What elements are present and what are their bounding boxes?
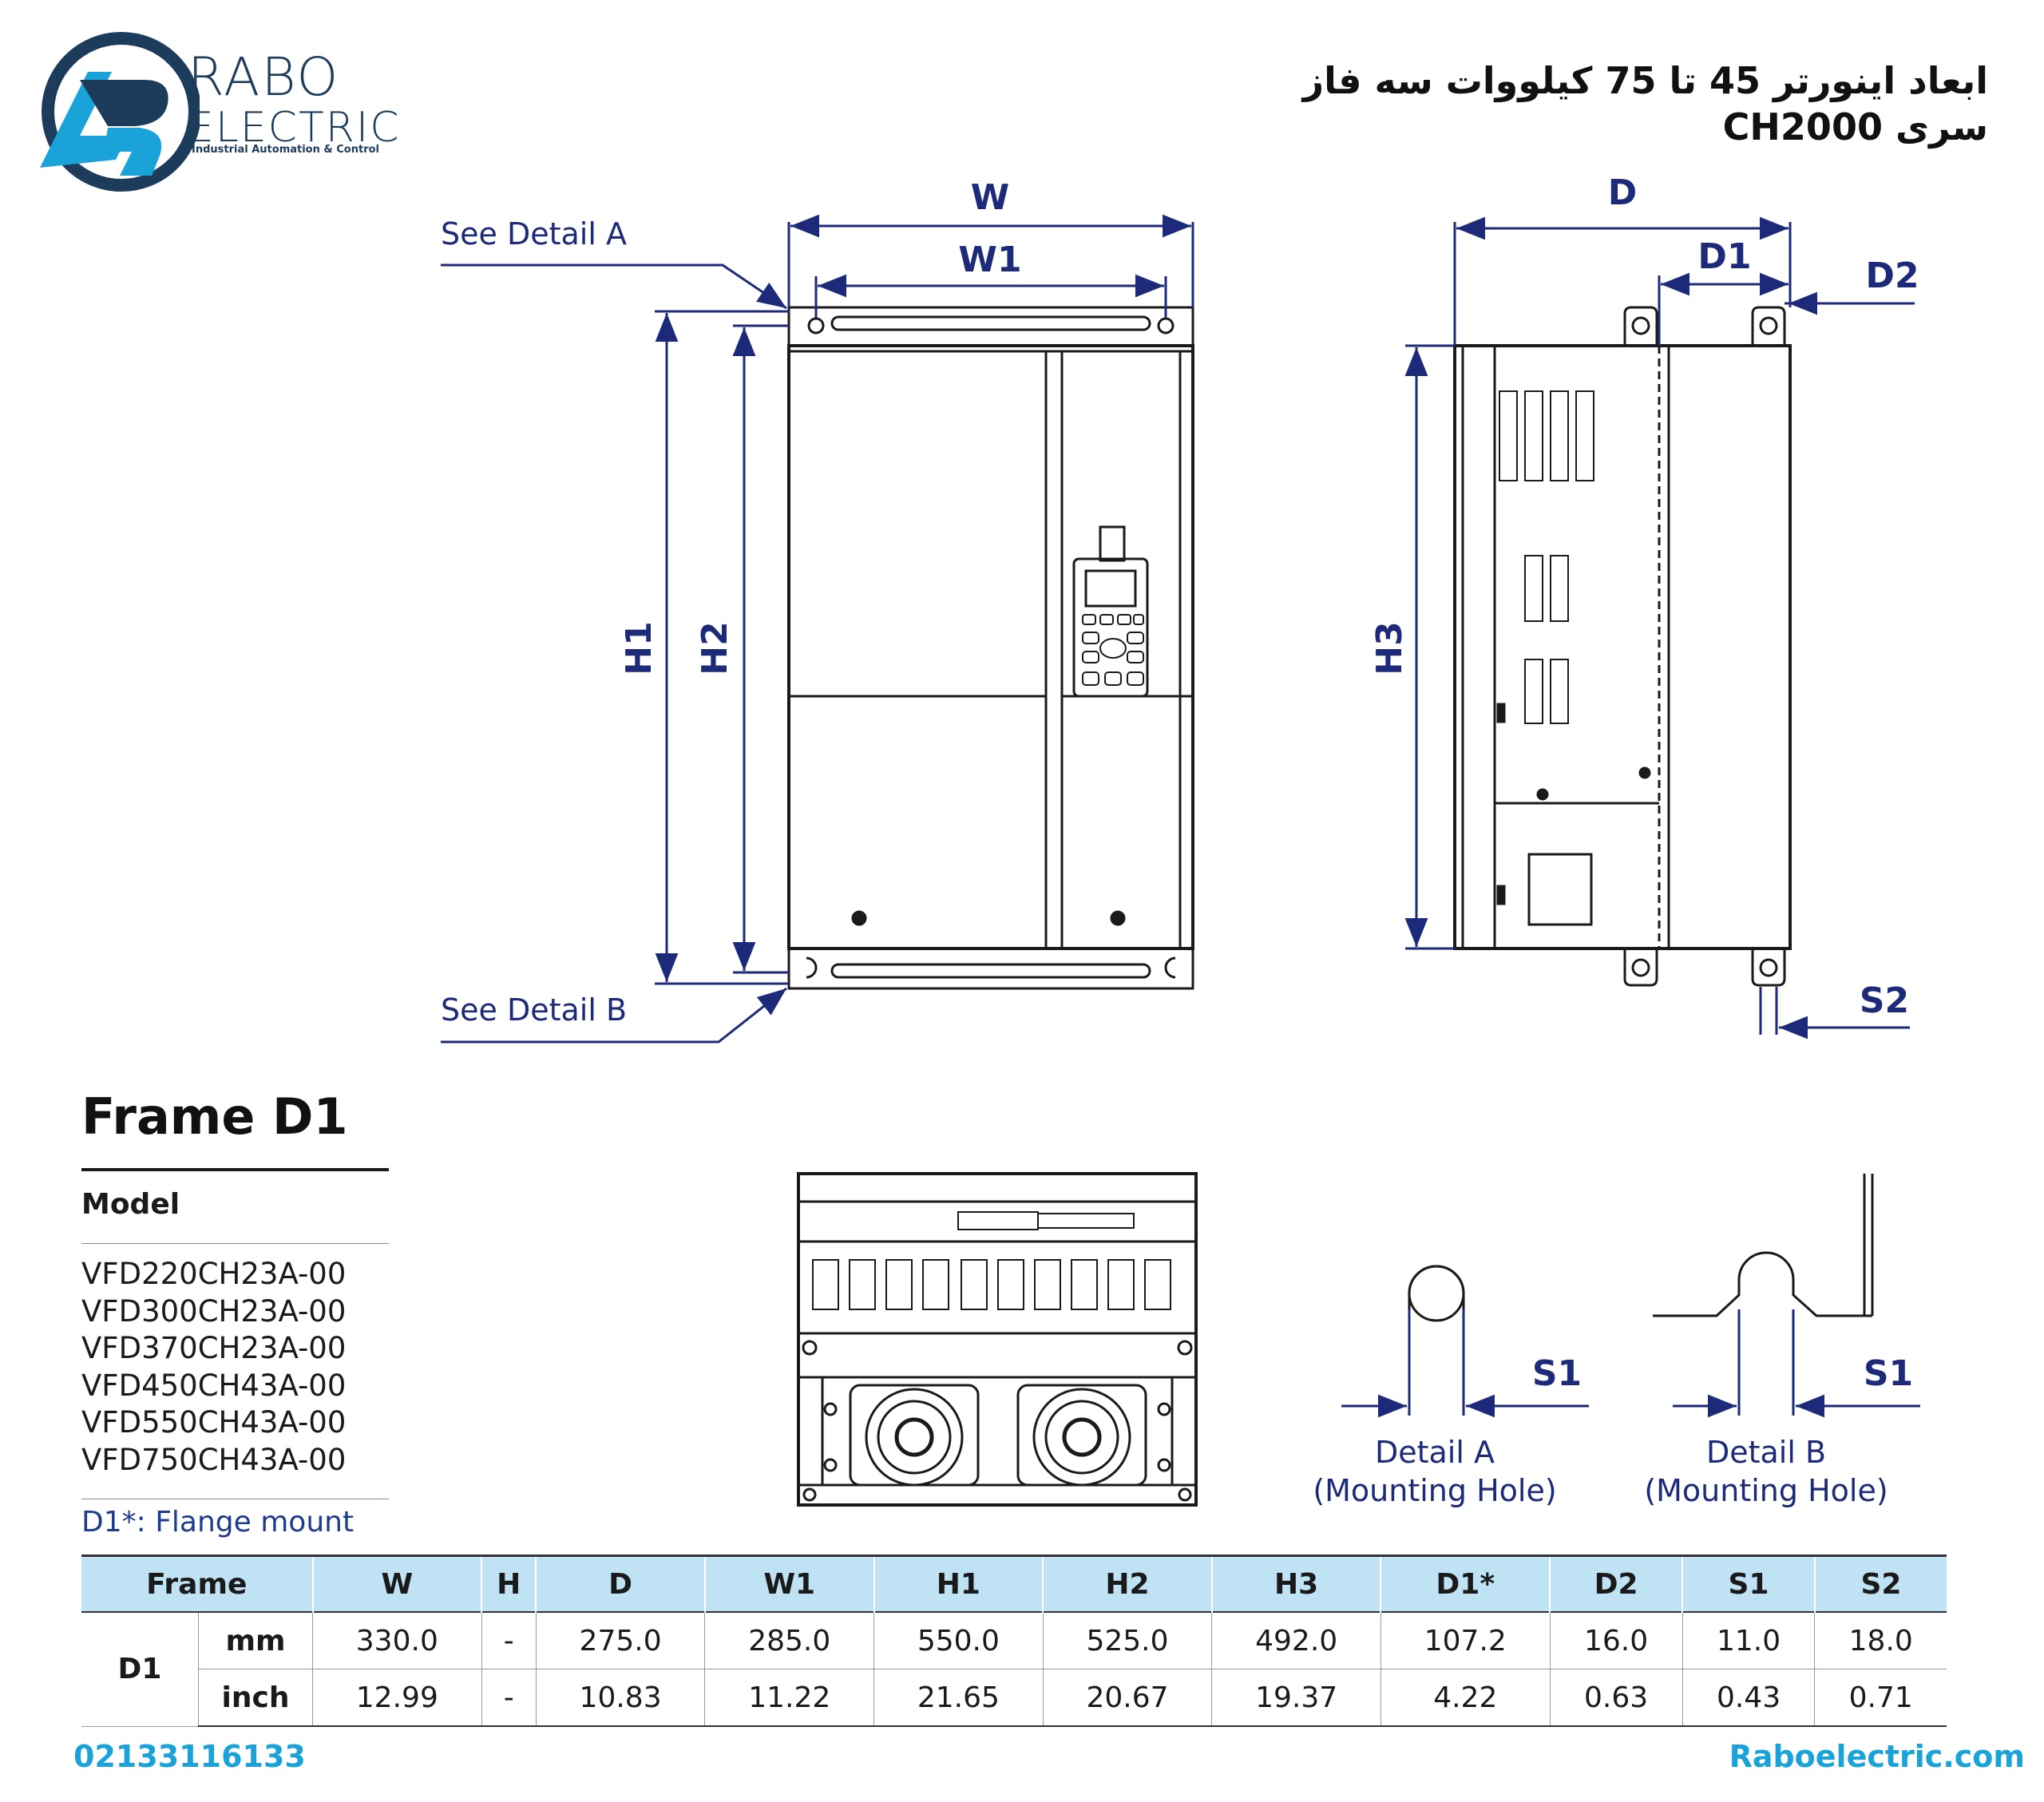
table-header: D1* xyxy=(1380,1555,1551,1612)
model-item: VFD550CH43A-00 xyxy=(81,1405,347,1440)
detail-b-caption-sub: (Mounting Hole) xyxy=(1644,1473,1888,1508)
table-cell: 492.0 xyxy=(1211,1612,1381,1669)
table-header: W xyxy=(311,1555,482,1612)
detail-a-s1-label: S1 xyxy=(1532,1353,1582,1394)
detail-a-caption: Detail A xyxy=(1375,1435,1495,1470)
table-header-frame: Frame xyxy=(81,1555,313,1612)
detail-a xyxy=(1408,1265,1465,1416)
model-list: VFD220CH23A-00 VFD300CH23A-00 VFD370CH23… xyxy=(81,1256,346,1479)
table-header: S2 xyxy=(1813,1555,1947,1612)
logo-mark-icon xyxy=(40,32,200,192)
label-s2: S2 xyxy=(1860,980,1909,1021)
table-cell: 20.67 xyxy=(1042,1669,1212,1727)
table-cell: 4.22 xyxy=(1380,1669,1551,1727)
label-w1: W1 xyxy=(958,240,1021,280)
table-header: S1 xyxy=(1682,1555,1815,1612)
label-h2: H2 xyxy=(695,621,735,675)
detail-a-caption-sub: (Mounting Hole) xyxy=(1313,1473,1556,1508)
model-item: VFD220CH23A-00 xyxy=(81,1257,347,1291)
table-header: H1 xyxy=(873,1555,1044,1612)
table-cell: 0.43 xyxy=(1682,1669,1815,1727)
label-h3: H3 xyxy=(1369,621,1410,675)
table-header: H3 xyxy=(1210,1555,1381,1612)
detail-labels: S1 Detail A (Mounting Hole) S1 Detail B … xyxy=(1313,1353,1913,1508)
front-view xyxy=(787,306,1194,990)
table-cell: 21.65 xyxy=(873,1669,1044,1727)
table-cell: - xyxy=(481,1612,537,1669)
brand-name: RABO ELECTRIC xyxy=(188,46,401,152)
label-d: D xyxy=(1608,172,1638,213)
front-view-dimensions xyxy=(441,214,1194,1044)
label-h1: H1 xyxy=(619,621,660,675)
table-header-row: Frame W H D W1 H1 H2 H3 D1* D2 S1 S2 xyxy=(81,1555,1947,1612)
table-header: D2 xyxy=(1549,1555,1683,1612)
footer-phone: 02133116133 xyxy=(73,1739,306,1774)
model-heading: Model xyxy=(81,1188,180,1221)
table-cell: 275.0 xyxy=(535,1612,705,1669)
flange-note: D1*: Flange mount xyxy=(81,1506,355,1539)
table-cell: 550.0 xyxy=(873,1612,1044,1669)
model-item: VFD370CH23A-00 xyxy=(81,1331,347,1365)
detail-b-caption: Detail B xyxy=(1706,1435,1826,1470)
side-view xyxy=(1453,306,1792,987)
frame-title-rule xyxy=(81,1168,389,1171)
footer-website[interactable]: Raboelectric.com xyxy=(1729,1739,2025,1774)
table-header: H xyxy=(481,1555,537,1612)
table-cell: 12.99 xyxy=(312,1669,482,1727)
detail-b-dimension xyxy=(1673,1309,1920,1418)
detail-b xyxy=(1653,1174,1874,1317)
table-cell: 285.0 xyxy=(704,1612,874,1669)
brand-tagline: Industrial Automation & Control xyxy=(192,144,379,156)
bottom-view xyxy=(797,1172,1198,1507)
page-title-line1: ابعاد اینورتر 45 تا 75 کیلووات سه فاز xyxy=(1302,59,1988,102)
model-item: VFD450CH43A-00 xyxy=(81,1368,347,1403)
table-cell: 19.37 xyxy=(1211,1669,1381,1727)
table-cell: 107.2 xyxy=(1380,1612,1551,1669)
label-w: W xyxy=(971,177,1010,218)
page-title: ابعاد اینورتر 45 تا 75 کیلووات سه فاز سر… xyxy=(1303,57,1988,150)
table-cell-frame: D1 xyxy=(81,1612,199,1727)
detail-a-dimension xyxy=(1341,1309,1589,1418)
table-cell: - xyxy=(481,1669,537,1727)
side-view-labels: D D1 D2 H3 S2 xyxy=(1369,172,1919,1021)
table-cell: 10.83 xyxy=(535,1669,705,1727)
table-cell: 330.0 xyxy=(312,1612,482,1669)
brand-name-line2: ELECTRIC xyxy=(188,104,401,152)
table-row: D1 mm 330.0 - 275.0 285.0 550.0 525.0 49… xyxy=(81,1612,1947,1727)
see-detail-b: See Detail B xyxy=(441,992,627,1028)
table-header: W1 xyxy=(703,1555,874,1612)
table-cell: 16.0 xyxy=(1549,1612,1683,1669)
table-cell: 0.71 xyxy=(1814,1669,1947,1727)
table-header: D xyxy=(535,1555,705,1612)
label-d2: D2 xyxy=(1865,255,1919,296)
see-detail-a: See Detail A xyxy=(441,216,627,251)
table-cell-unit: inch xyxy=(198,1669,313,1727)
brand-name-line1: RABO xyxy=(188,46,340,108)
model-heading-rule xyxy=(81,1243,389,1244)
side-view-dimensions xyxy=(1404,216,1915,1040)
table-cell: 525.0 xyxy=(1042,1612,1212,1669)
dimensions-table: Frame W H D W1 H1 H2 H3 D1* D2 S1 S2 D1 … xyxy=(81,1554,1947,1727)
frame-title: Frame D1 xyxy=(81,1087,348,1146)
table-cell: 11.22 xyxy=(704,1669,874,1727)
page-title-line2: سری CH2000 xyxy=(1722,105,1988,149)
detail-b-s1-label: S1 xyxy=(1864,1353,1913,1394)
table-cell: 11.0 xyxy=(1682,1612,1815,1669)
table-cell-unit: mm xyxy=(198,1612,313,1669)
label-d1: D1 xyxy=(1697,236,1751,277)
model-item: VFD300CH23A-00 xyxy=(81,1293,347,1329)
model-item: VFD750CH43A-00 xyxy=(81,1442,347,1477)
table-row: inch 12.99 - 10.83 11.22 21.65 20.67 19.… xyxy=(81,1669,1947,1727)
table-header: H2 xyxy=(1042,1555,1212,1612)
front-view-labels: W W1 H1 H2 xyxy=(619,177,1022,675)
detail-callouts: See Detail A See Detail B xyxy=(441,216,627,1028)
table-cell: 0.63 xyxy=(1549,1669,1683,1727)
table-cell: 18.0 xyxy=(1814,1612,1947,1669)
